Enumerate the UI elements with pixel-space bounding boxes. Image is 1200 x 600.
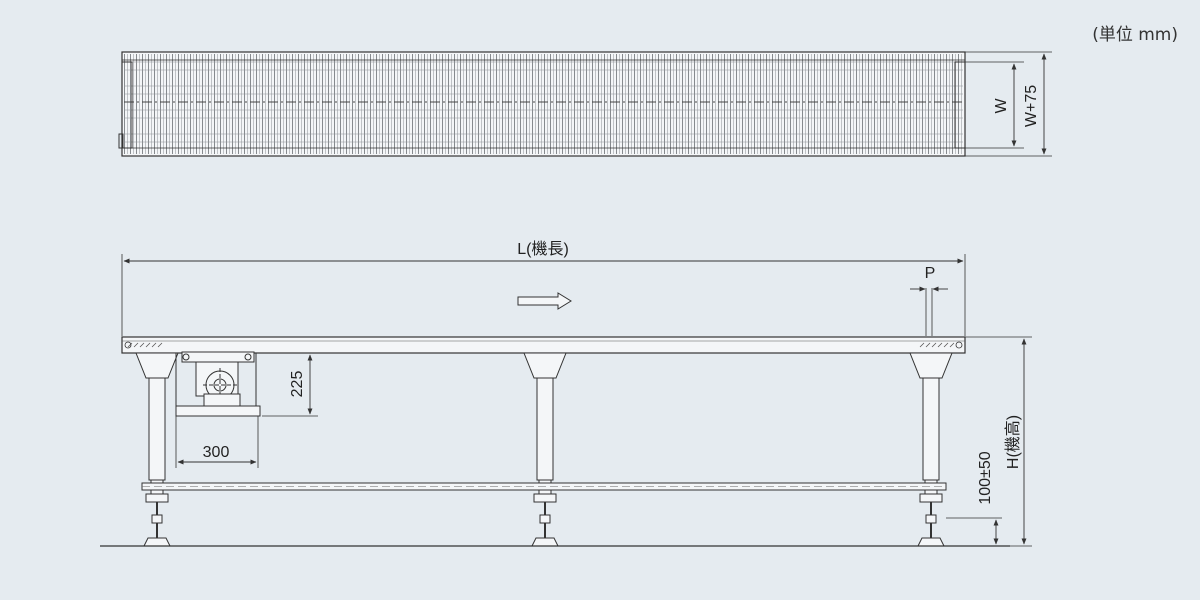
dim-machine-height-label: H(機高) bbox=[1004, 415, 1022, 469]
top-view: W W+75 bbox=[118, 51, 1052, 157]
leg-center bbox=[523, 352, 567, 547]
roller-grid bbox=[124, 54, 963, 154]
flow-arrow-icon bbox=[517, 292, 572, 310]
unit-note: (単位 mm) bbox=[1092, 25, 1178, 45]
leg-right bbox=[909, 352, 953, 547]
dim-length-label: L(機長) bbox=[517, 240, 569, 258]
side-view: L(機長) P bbox=[100, 240, 1032, 547]
motor-unit bbox=[175, 351, 261, 417]
dim-motor-height-label: 225 bbox=[289, 371, 306, 398]
leg-left bbox=[135, 352, 179, 547]
conveyor-frame bbox=[121, 336, 966, 354]
dim-motor-width-label: 300 bbox=[203, 444, 230, 461]
dim-brace-height-label: 100±50 bbox=[977, 451, 994, 504]
dim-w75-label: W+75 bbox=[1023, 85, 1040, 127]
dim-pitch-label: P bbox=[925, 265, 936, 282]
dim-w-label: W bbox=[993, 98, 1010, 114]
